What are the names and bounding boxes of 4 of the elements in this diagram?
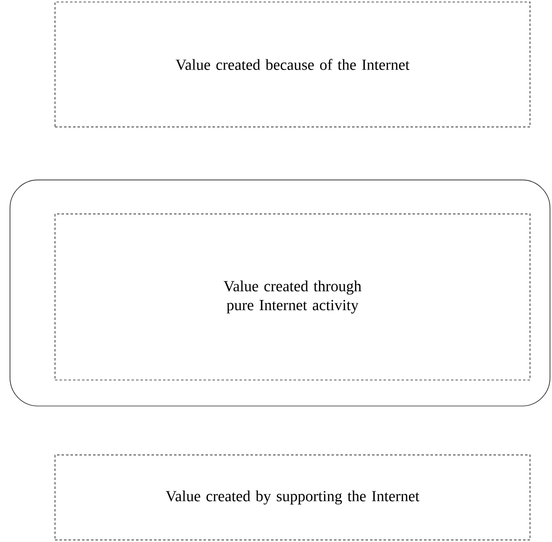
- dashed-box: Value created because of the Internet: [54, 2, 530, 128]
- rounded-box: [10, 180, 550, 406]
- dashed-box: Value created by supporting the Internet: [54, 454, 530, 540]
- dashed-box: Value created through pure Internet activity: [54, 214, 530, 380]
